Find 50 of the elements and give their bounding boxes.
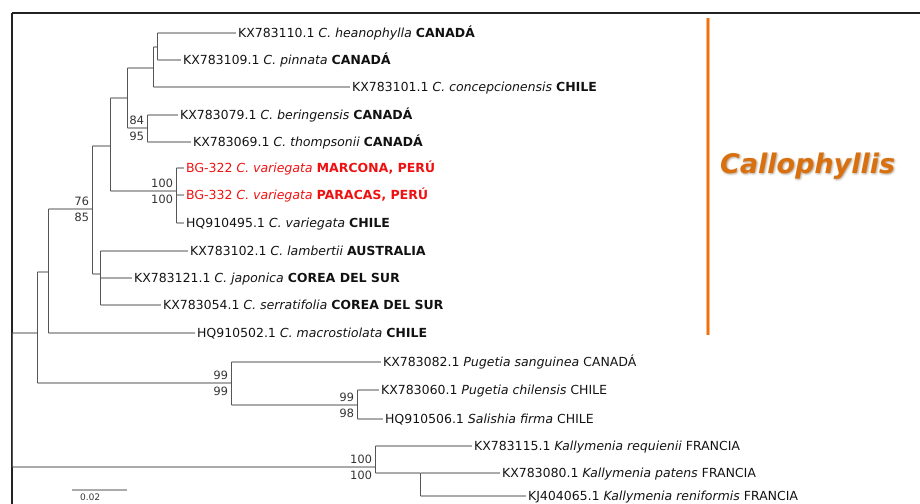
taxon-label: HQ910495.1 C. variegata CHILE: [186, 215, 390, 231]
tree-branch: [153, 86, 350, 88]
tree-branch: [153, 46, 158, 48]
taxon-label: HQ910506.1 Salishia firma CHILE: [385, 411, 594, 427]
taxon-label: KX783110.1 C. heanophylla CANADÁ: [238, 25, 475, 41]
taxon-label: KX783079.1 C. beringensis CANADÁ: [180, 107, 412, 123]
tree-branch: [110, 190, 176, 192]
tree-branch: [48, 332, 196, 334]
tree-branch: [100, 304, 162, 306]
taxon-label: BG-332 C. variegata PARACAS, PERÚ: [186, 187, 428, 203]
taxon-label: KX783060.1 Pugetia chilensis CHILE: [381, 382, 607, 398]
clade-name: Callophyllis: [720, 150, 896, 180]
tree-branch: [100, 250, 188, 252]
taxon-label: KX783115.1 Kallymenia requienii FRANCIA: [474, 438, 740, 454]
bootstrap-value: 84: [129, 114, 144, 127]
tree-branch: [420, 472, 500, 474]
taxon-label: HQ910502.1 C. macrostiolata CHILE: [197, 325, 428, 341]
tree-branch: [375, 472, 420, 474]
taxon-label: KX783121.1 C. japonica COREA DEL SUR: [134, 270, 400, 286]
bootstrap-value: 100: [151, 177, 173, 190]
bootstrap-value: 85: [74, 211, 89, 224]
bootstrap-value: 99: [213, 369, 228, 382]
tree-branch: [48, 208, 92, 210]
tree-branch: [157, 32, 236, 34]
bootstrap-value: 98: [339, 407, 354, 420]
bootstrap-value: 100: [151, 193, 173, 206]
taxon-label: KX783082.1 Pugetia sanguinea CANADÁ: [383, 354, 636, 370]
bootstrap-value: 100: [350, 469, 372, 482]
bootstrap-value: 100: [350, 453, 372, 466]
bootstrap-value: 95: [129, 130, 144, 143]
taxon-label: KX783102.1 C. lambertii AUSTRALIA: [190, 243, 426, 259]
tree-branch: [176, 194, 184, 196]
taxon-label: KJ404065.1 Kallymenia reniformis FRANCIA: [528, 488, 798, 504]
taxon-label: KX783069.1 C. thompsonii CANADÁ: [193, 134, 423, 150]
tree-branch: [37, 382, 232, 384]
scale-value: 0.02: [80, 494, 100, 504]
tree-branch: [12, 466, 376, 468]
tree-branch: [231, 404, 358, 406]
taxon-label: KX783054.1 C. serratifolia COREA DEL SUR: [163, 297, 444, 313]
bootstrap-value: 99: [213, 385, 228, 398]
bootstrap-value: 76: [74, 195, 89, 208]
tree-branch: [176, 222, 184, 224]
taxon-label: BG-322 C. variegata MARCONA, PERÚ: [186, 160, 436, 176]
tree-branch: [357, 418, 384, 420]
taxon-label: KX783080.1 Kallymenia patens FRANCIA: [502, 465, 756, 481]
taxon-label: KX783109.1 C. pinnata CANADÁ: [183, 52, 391, 68]
tree-branch: [147, 114, 178, 116]
tree-branch: [12, 332, 38, 334]
bootstrap-value: 99: [339, 391, 354, 404]
taxon-label: KX783101.1 C. concepcionensis CHILE: [352, 79, 597, 95]
